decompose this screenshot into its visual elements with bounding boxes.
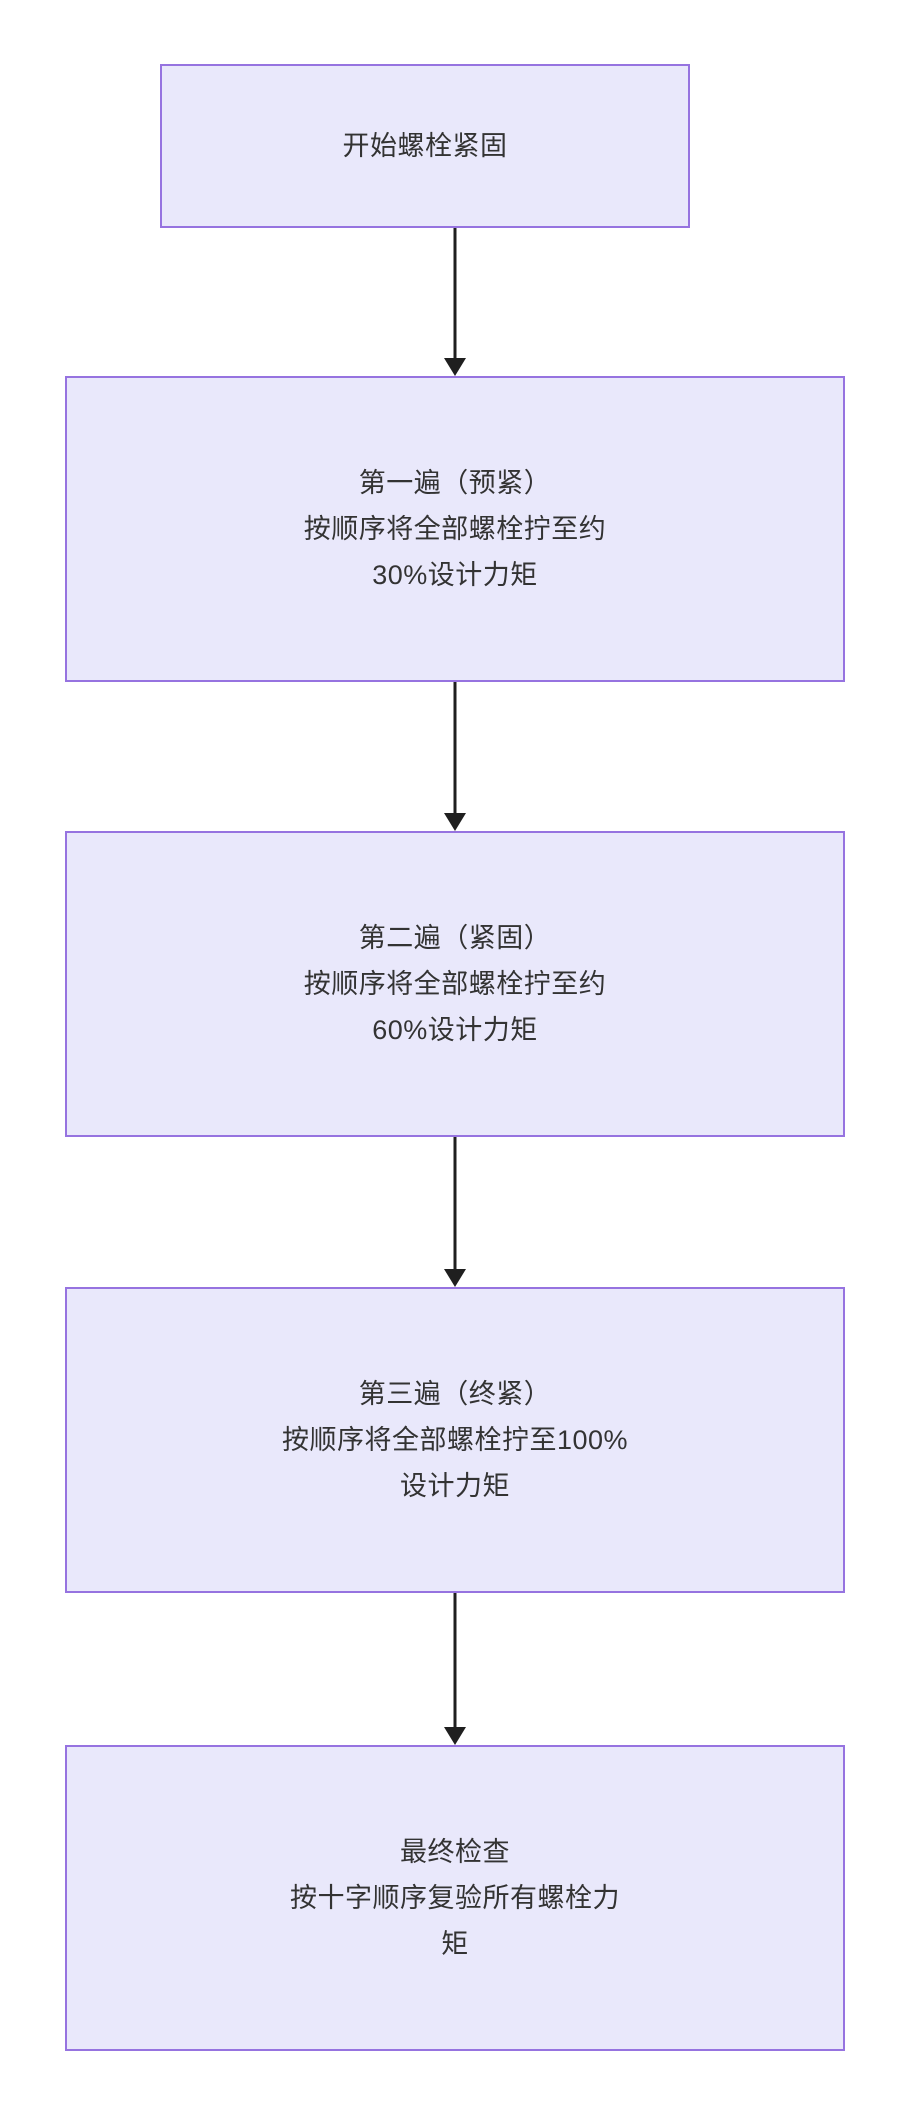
flow-node-pass2-line-3: 60%设计力矩 bbox=[372, 1015, 538, 1045]
edge-pass3-to-final bbox=[444, 1592, 466, 1745]
flow-node-final-check-line-2: 按十字顺序复验所有螺栓力 bbox=[290, 1883, 620, 1913]
flow-node-pass3-line-3: 设计力矩 bbox=[400, 1471, 510, 1501]
edge-pass2-to-pass3 bbox=[444, 1137, 466, 1287]
flow-node-pass2[interactable]: 第二遍（紧固） 按顺序将全部螺栓拧至约 60%设计力矩 bbox=[65, 831, 845, 1137]
flow-node-pass3-line-1: 第三遍（终紧） bbox=[358, 1379, 552, 1409]
flow-node-pass3[interactable]: 第三遍（终紧） 按顺序将全部螺栓拧至100% 设计力矩 bbox=[65, 1287, 845, 1593]
flow-node-final-check[interactable]: 最终检查 按十字顺序复验所有螺栓力 矩 bbox=[65, 1745, 845, 2051]
flow-node-final-check-line-1: 最终检查 bbox=[400, 1837, 510, 1867]
flow-node-pass2-line-2: 按顺序将全部螺栓拧至约 bbox=[303, 969, 607, 999]
flow-node-pass1-line-3: 30%设计力矩 bbox=[372, 560, 538, 590]
flow-node-start[interactable]: 开始螺栓紧固 bbox=[160, 64, 690, 228]
flow-node-pass1-line-1: 第一遍（预紧） bbox=[358, 468, 552, 498]
edge-pass1-to-pass2 bbox=[444, 682, 466, 831]
flow-node-pass3-line-2: 按顺序将全部螺栓拧至100% bbox=[281, 1425, 629, 1455]
flow-node-pass1-line-2: 按顺序将全部螺栓拧至约 bbox=[303, 514, 607, 544]
flow-node-pass1[interactable]: 第一遍（预紧） 按顺序将全部螺栓拧至约 30%设计力矩 bbox=[65, 376, 845, 682]
edge-start-to-pass1 bbox=[444, 228, 466, 376]
flow-node-start-line-1: 开始螺栓紧固 bbox=[342, 131, 508, 161]
flow-node-pass2-line-1: 第二遍（紧固） bbox=[358, 923, 552, 953]
flow-node-final-check-line-3: 矩 bbox=[441, 1929, 469, 1959]
